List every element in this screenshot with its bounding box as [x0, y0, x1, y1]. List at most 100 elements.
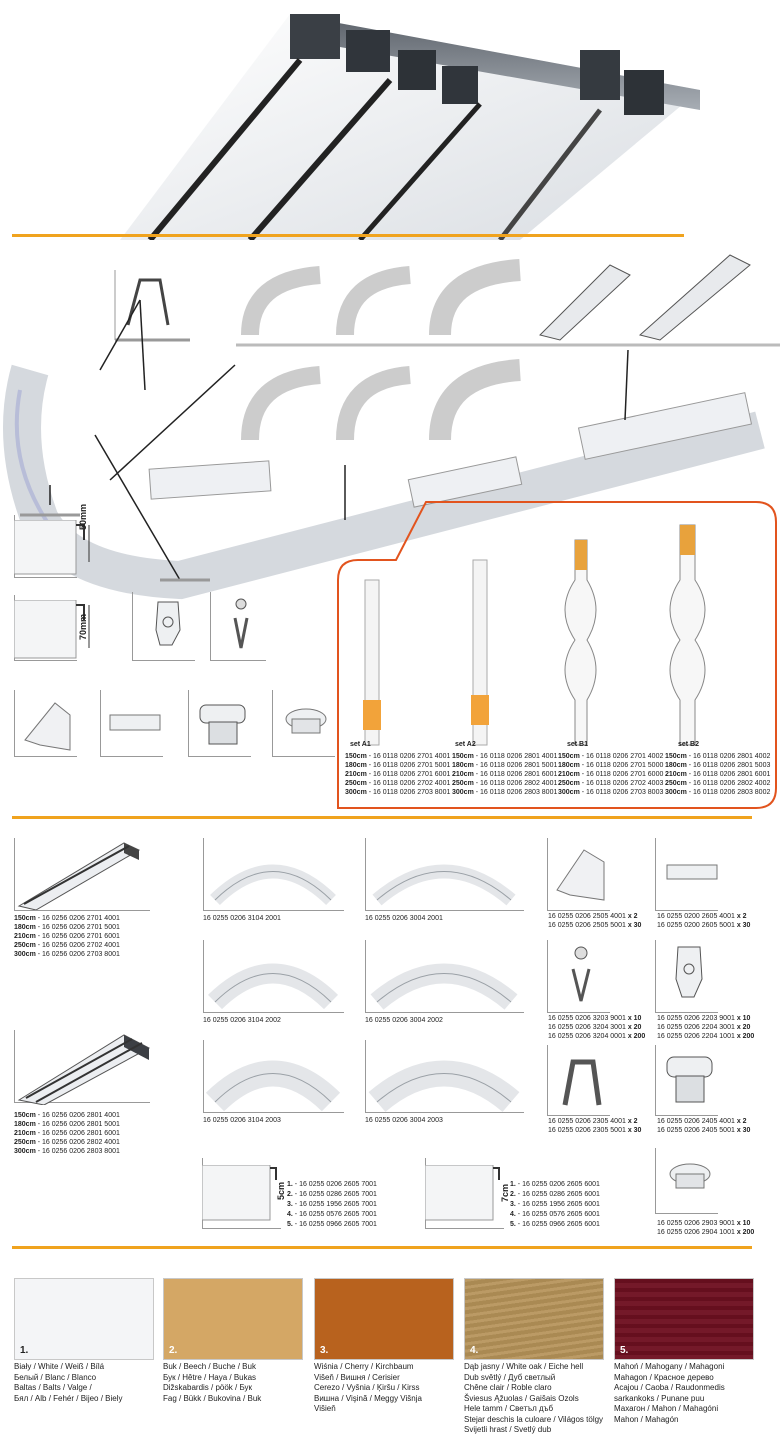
glider-frame: [655, 940, 718, 1013]
color-swatch: 5.: [614, 1278, 754, 1360]
rail-profiles-icon: [539, 254, 751, 341]
cover-5-drawing: [202, 1165, 277, 1221]
code-line: 1. - 16 0255 0206 2605 7001: [287, 1181, 377, 1188]
glider-icon: [155, 601, 181, 646]
code-line: 180cm - 16 0256 0206 2801 5001: [14, 1121, 120, 1128]
clip-icon: [199, 704, 246, 745]
color-swatch: 2.: [163, 1278, 303, 1360]
divider-top: [12, 234, 684, 237]
curve-frame: [365, 1040, 524, 1113]
cover-7-drawing: [425, 1165, 500, 1221]
endcap-icon: [556, 849, 605, 901]
curve-frame: [203, 1040, 344, 1113]
endcap-frame: [547, 838, 610, 911]
code-line: 300cm - 16 0118 0206 2803 8002: [665, 789, 771, 796]
glider-icon: [675, 946, 703, 998]
glider-codes: 16 0255 0206 2203 9001 x 10 16 0255 0206 …: [657, 1014, 754, 1041]
swatch-name-line: Fag / Bükk / Bukovina / Buk: [163, 1393, 262, 1403]
code-line: 180cm - 16 0118 0206 2801 5001: [452, 762, 558, 769]
set-label: set B1: [567, 741, 589, 748]
curve-frame: [365, 838, 524, 911]
code-line: 16 0255 0206 2305 5001 x 30: [548, 1127, 642, 1134]
code-line: 300cm - 16 0256 0206 2803 8001: [14, 1148, 120, 1155]
code-line: 250cm - 16 0118 0206 2802 4002: [665, 780, 771, 787]
code-line: 150cm - 16 0256 0206 2801 4001: [14, 1112, 120, 1119]
swatch-name-line: Stejar deschis la culoare / Világos tölg…: [464, 1414, 604, 1424]
set-label: set A2: [455, 741, 476, 748]
swatch-name-line: sarkankoks / Punane puu: [614, 1393, 705, 1403]
swatch-name-line: Acajou / Caoba / Raudonmedis: [614, 1383, 725, 1392]
sets-packages: [363, 524, 706, 746]
curve-code: 16 0255 0206 3004 2002: [365, 1017, 443, 1024]
swatch-name-line: Dub světlý / Дуб светлый: [464, 1372, 556, 1382]
joiner-icon: [109, 714, 161, 731]
code-line: 3. - 16 0255 1956 2605 6001: [510, 1201, 600, 1208]
swatch-name-line: Biały / White / Weiß / Bílá: [14, 1362, 105, 1371]
glider-frame: [132, 592, 195, 661]
sets-box: [337, 501, 777, 809]
code-line: 250cm - 16 0118 0206 2702 4001: [345, 780, 451, 787]
code-line: 4. - 16 0255 0576 2605 7001: [287, 1211, 377, 1218]
color-swatch: 1.: [14, 1278, 154, 1360]
cover-50-drawing: [14, 520, 90, 575]
curve-icon: [205, 1060, 341, 1112]
code-line: 1. - 16 0255 0206 2605 6001: [510, 1181, 600, 1188]
dim-5cm: 5cm: [276, 1181, 286, 1200]
swatch-number: 3.: [320, 1345, 329, 1356]
stopper-frame: [655, 1148, 718, 1214]
code-line: 16 0255 0206 2204 1001 x 200: [657, 1033, 755, 1040]
hook-frame: [547, 940, 610, 1013]
dim-70mm: 70mm: [78, 613, 88, 640]
code-line: 150cm - 16 0118 0206 2801 4002: [665, 753, 771, 760]
swatch-name-line: Dąb jasny / White oak / Eiche hell: [464, 1362, 584, 1371]
code-line: 300cm - 16 0118 0206 2703 8001: [345, 789, 451, 796]
code-line: 180cm - 16 0118 0206 2801 5003: [665, 762, 771, 769]
curve-frame: [203, 940, 344, 1013]
code-line: 16 0255 0206 2904 1001 x 200: [657, 1229, 755, 1236]
swatch-name-line: Buk / Beech / Buche / Buk: [163, 1362, 256, 1371]
code-line: 210cm - 16 0256 0206 2701 6001: [14, 933, 120, 940]
curve-frame: [203, 838, 344, 911]
code-line: 16 0255 0206 2204 3001 x 20: [657, 1024, 751, 1031]
curve-code: 16 0255 0206 3104 2001: [203, 915, 281, 922]
swatch-number: 2.: [169, 1345, 178, 1356]
code-line: 2. - 16 0255 0286 2605 7001: [287, 1191, 377, 1198]
curve-code: 16 0255 0206 3104 2002: [203, 1017, 281, 1024]
code-line: 16 0255 0206 3203 9001 x 10: [548, 1015, 642, 1022]
code-line: 150cm - 16 0118 0206 2701 4001: [345, 753, 451, 760]
code-line: 16 0255 0206 2505 4001 x 2: [548, 913, 638, 920]
bracket-icon: [562, 1059, 602, 1106]
curve-code: 16 0255 0206 3004 2001: [365, 915, 443, 922]
swatch-name-line: Mahon / Mahagón: [614, 1414, 679, 1424]
stopper-frame: [272, 690, 335, 757]
swatch-name-line: Dižskabardis / pöök / Бук: [163, 1383, 253, 1392]
code-line: 300cm - 16 0256 0206 2703 8001: [14, 951, 120, 958]
rail-single-icon: [17, 842, 141, 910]
code-line: 16 0255 0200 2605 5001 x 30: [657, 922, 751, 929]
curve-icon: [370, 963, 518, 1010]
endcap-frame: [14, 690, 77, 757]
curve-frame: [365, 940, 524, 1013]
code-line: 180cm - 16 0256 0206 2701 5001: [14, 924, 120, 931]
swatch-name-line: Svijetli hrast / Svetlý dub: [464, 1425, 552, 1434]
bracket-icon: [114, 270, 190, 342]
swatch-number: 5.: [620, 1345, 629, 1356]
cover-5-codes: 1. - 16 0255 0206 2605 7001 2. - 16 0255 …: [287, 1180, 377, 1230]
color-swatch: 3.: [314, 1278, 454, 1360]
clip-icon: [666, 1056, 713, 1103]
code-line: 16 0255 0206 2203 9001 x 10: [657, 1015, 751, 1022]
swatch-number: 4.: [470, 1345, 479, 1356]
code-line: 300cm - 16 0118 0206 2803 8001: [452, 789, 558, 796]
set-codes: 150cm - 16 0118 0206 2801 4002 180cm - 16…: [665, 752, 770, 797]
swatch-name-line: Бук / Hêtre / Haya / Bukas: [163, 1372, 257, 1382]
hook-frame: [210, 592, 266, 661]
clip-frame: [188, 690, 251, 757]
